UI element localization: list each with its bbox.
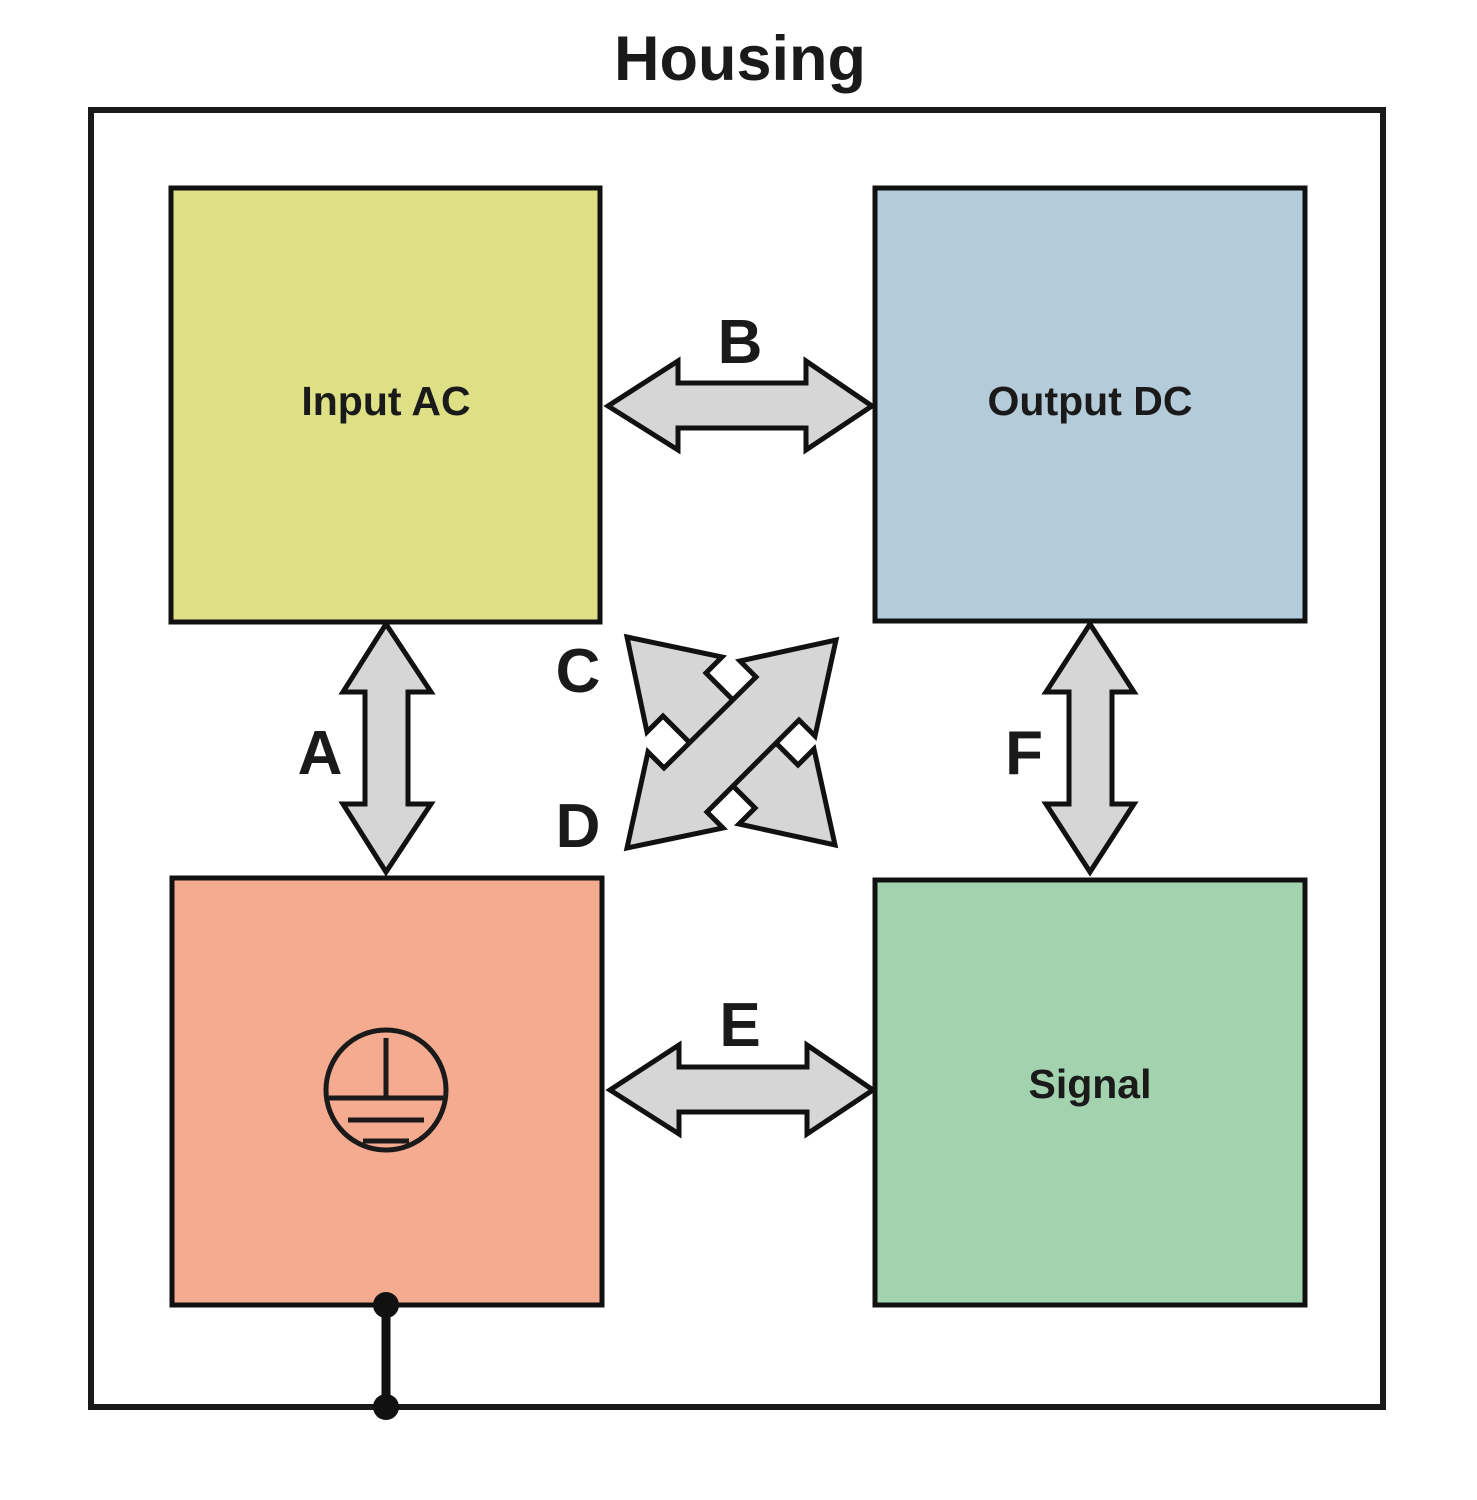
junction-dot-bottom <box>373 1394 399 1420</box>
connection-arrow-f[interactable] <box>1041 619 1139 877</box>
connection-label-a: A <box>298 719 343 788</box>
page-title: Housing <box>614 24 866 94</box>
protective-earth-ground-icon <box>323 1027 449 1153</box>
junction-dot-top <box>373 1292 399 1318</box>
connection-label-e: E <box>719 991 760 1060</box>
zone-output-dc-label: Output DC <box>988 378 1193 424</box>
connection-arrow-d[interactable] <box>623 636 840 852</box>
connection-label-c: C <box>556 637 601 706</box>
connection-arrow-b[interactable] <box>603 356 877 455</box>
connection-label-b: B <box>718 308 763 377</box>
protective-earth-wire <box>373 1292 399 1420</box>
connection-arrow-a[interactable] <box>338 619 436 877</box>
housing-boundary <box>88 107 1386 1410</box>
connection-label-d: D <box>556 792 601 861</box>
zone-input-ac-label: Input AC <box>301 378 470 424</box>
zone-output-dc[interactable] <box>872 185 1308 624</box>
zone-signal-label: Signal <box>1028 1061 1151 1107</box>
connection-arrow-e[interactable] <box>605 1040 878 1139</box>
zone-signal[interactable] <box>872 877 1308 1308</box>
connection-label-f: F <box>1005 719 1043 788</box>
